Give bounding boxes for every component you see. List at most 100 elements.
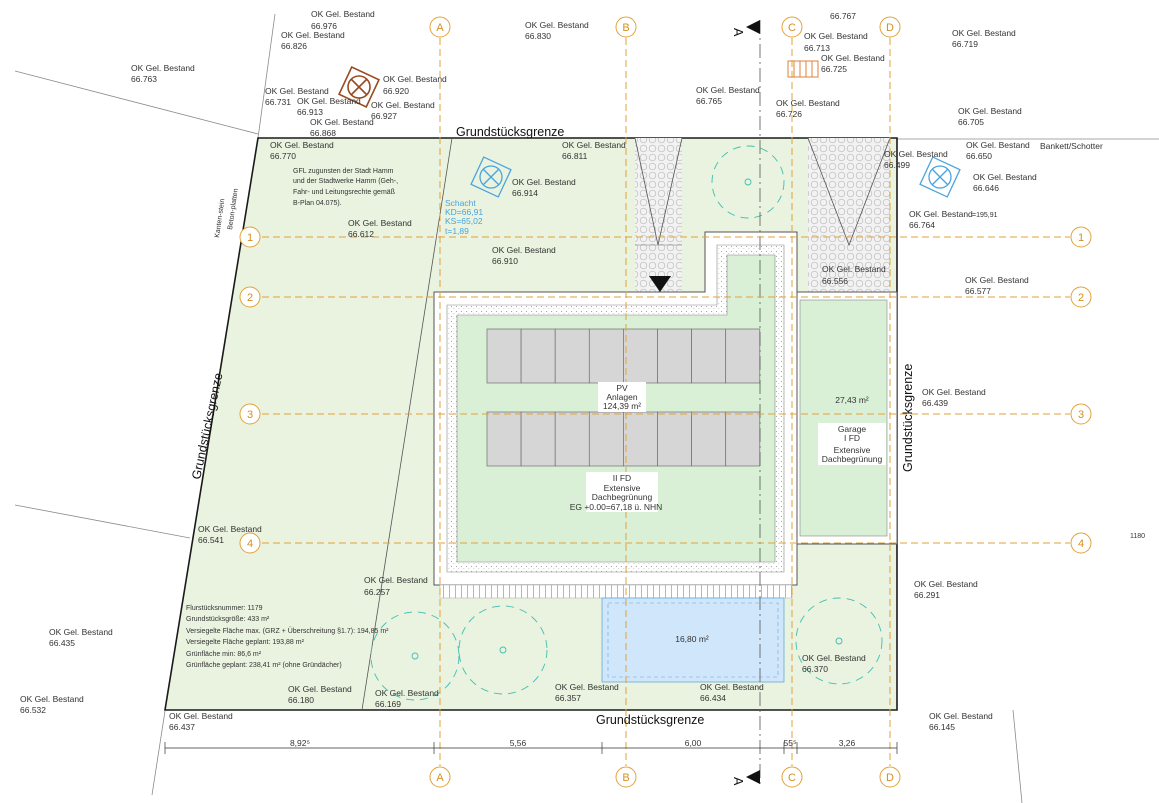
svg-text:55⁵: 55⁵ [784,738,797,748]
svg-text:66.291: 66.291 [914,590,940,600]
axis-label-3: 3 [247,409,253,421]
svg-text:8,92⁵: 8,92⁵ [290,738,310,748]
svg-text:66.914: 66.914 [512,188,538,198]
axis-label-B: B [622,22,629,34]
svg-text:66.719: 66.719 [952,39,978,49]
svg-text:KD=66,91: KD=66,91 [445,207,483,217]
section-arrow-icon [746,770,760,784]
svg-text:OK Gel. Bestand: OK Gel. Bestand [297,96,361,106]
pv-panel [691,328,727,384]
axis-label-C: C [788,22,796,34]
pv-panel [623,411,658,467]
svg-text:66.370: 66.370 [802,664,828,674]
axis-bubble-C [781,766,803,788]
axis-bubble-B [615,16,637,38]
svg-text:OK Gel. Bestand: OK Gel. Bestand [348,218,412,228]
axis-bubble-1 [239,226,261,248]
svg-text:124,39 m²: 124,39 m² [603,401,641,411]
svg-text:66.257: 66.257 [364,587,390,597]
svg-text:B-Plan 04.075).: B-Plan 04.075). [293,200,342,207]
axis-bubble-2 [239,286,261,308]
svg-text:t=1,89: t=1,89 [445,226,469,236]
svg-text:OK Gel. Bestand: OK Gel. Bestand [555,682,619,692]
axis-bubble-3 [1070,403,1092,425]
dimension-chain [164,742,898,754]
entrance-arrow-icon [649,276,671,292]
svg-text:66.357: 66.357 [555,693,581,703]
svg-text:Dachbegrünung: Dachbegrünung [822,454,883,464]
pv-panel [588,411,624,467]
svg-text:66.830: 66.830 [525,31,551,41]
svg-text:OK Gel. Bestand: OK Gel. Bestand [562,140,626,150]
axis-label-C: C [788,772,796,784]
svg-text:66.767: 66.767 [830,11,856,21]
svg-text:OK Gel. Bestand: OK Gel. Bestand [525,20,589,30]
svg-text:OK Gel. Bestand: OK Gel. Bestand [804,31,868,41]
svg-text:OK Gel. Bestand: OK Gel. Bestand [821,53,885,63]
svg-text:6,00: 6,00 [685,738,702,748]
svg-text:OK Gel. Bestand: OK Gel. Bestand [914,579,978,589]
pv-panel [623,328,658,384]
axis-label-A: A [436,22,444,34]
pv-panel [657,411,692,467]
pv-panel [691,411,727,467]
svg-text:PV: PV [616,383,628,393]
dim-1180: 1180 [1130,533,1145,540]
pv-panel [657,328,692,384]
section-arrow-icon [746,20,760,34]
svg-text:OK Gel. Bestand: OK Gel. Bestand [973,172,1037,182]
svg-text:66.577: 66.577 [965,286,991,296]
pv-panels [486,328,761,467]
svg-text:OK Gel. Bestand: OK Gel. Bestand [802,653,866,663]
svg-text:OK Gel. Bestand: OK Gel. Bestand [49,627,113,637]
svg-text:OK Gel. Bestand: OK Gel. Bestand [131,63,195,73]
pv-panel [520,328,556,384]
kantenstein-note: Kanten-stein [214,198,226,238]
boundary-label-right: Grundstücksgrenze [901,364,915,472]
svg-text:66.541: 66.541 [198,535,224,545]
svg-text:Extensive: Extensive [834,445,871,455]
svg-text:OK Gel. Bestand: OK Gel. Bestand [696,85,760,95]
driveway-paving [634,137,891,293]
axis-bubble-3 [239,403,261,425]
svg-text:OK Gel. Bestand: OK Gel. Bestand [265,86,329,96]
pool-label: 16,80 m² [675,634,709,644]
spot-height: 66.767 [830,11,856,21]
level-note: =195,91 [972,212,998,219]
svg-text:66.612: 66.612 [348,229,374,239]
svg-text:OK Gel. Bestand: OK Gel. Bestand [492,245,556,255]
svg-text:Fahr- und Leitungsrechte gemäß: Fahr- und Leitungsrechte gemäß [293,189,395,196]
svg-text:Versiegelte Fläche geplant: 19: Versiegelte Fläche geplant: 193,88 m² [186,639,305,646]
boundary-label-top: Grundstücksgrenze [456,125,564,139]
svg-text:66.770: 66.770 [270,151,296,161]
svg-text:66.180: 66.180 [288,695,314,705]
svg-text:66.532: 66.532 [20,705,46,715]
svg-text:Garage: Garage [838,424,867,434]
svg-text:OK Gel. Bestand: OK Gel. Bestand [383,74,447,84]
svg-text:OK Gel. Bestand: OK Gel. Bestand [700,682,764,692]
svg-text:Extensive: Extensive [604,483,641,493]
manhole-icon [919,156,961,198]
axis-label-D: D [886,772,894,784]
svg-text:OK Gel. Bestand: OK Gel. Bestand [966,140,1030,150]
schacht-icon [470,156,512,198]
